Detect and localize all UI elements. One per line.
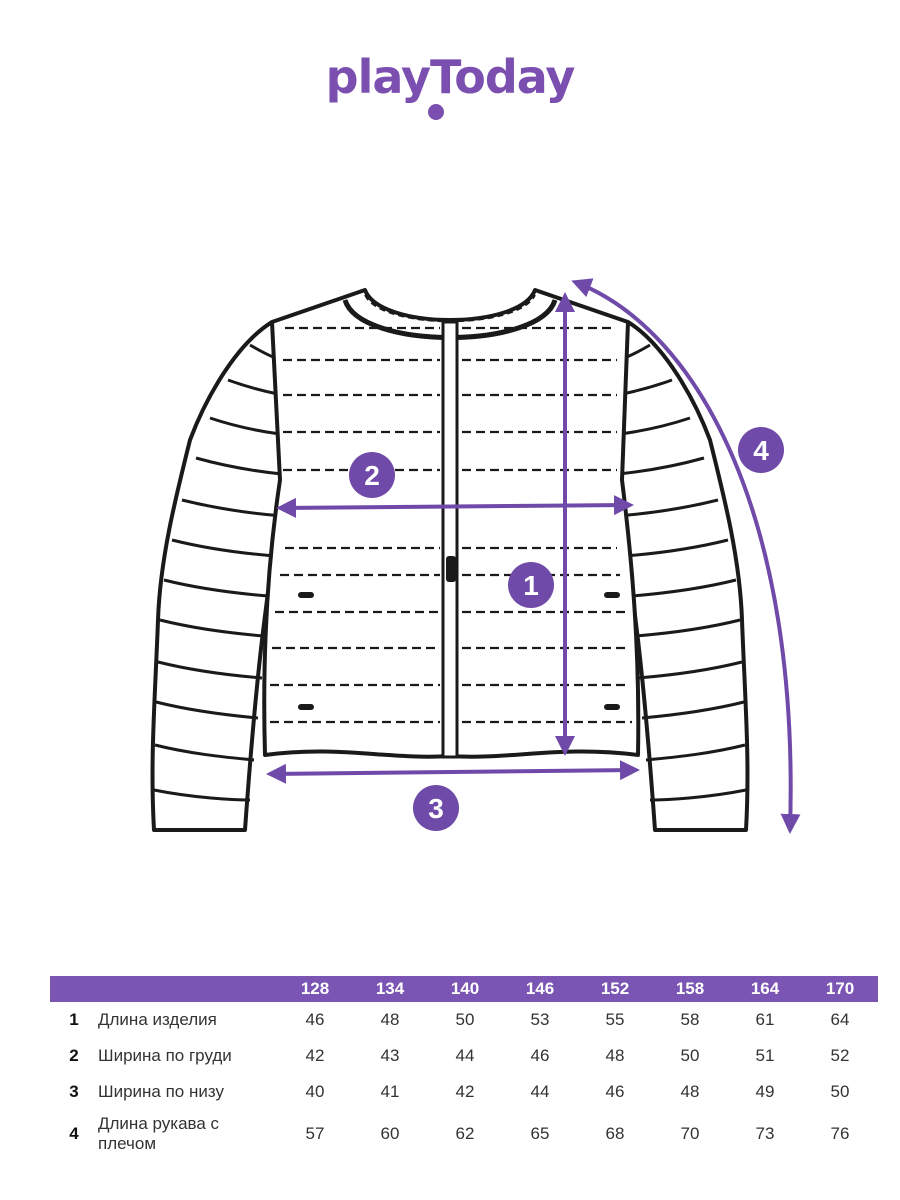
zipper	[441, 320, 459, 759]
table-cell: 76	[830, 1124, 850, 1143]
table-cell: 46	[605, 1082, 625, 1101]
badge-1: 1	[508, 562, 554, 608]
table-row: 3 Ширина по низу 40 41 42 44 46 48 49 50	[50, 1074, 878, 1110]
left-sleeve-outline	[150, 320, 284, 832]
table-row: 1 Длина изделия 46 48 50 53 55 58 61 64	[50, 1002, 878, 1038]
table-cell: 70	[680, 1124, 700, 1143]
table-cell: 61	[755, 1010, 775, 1029]
table-row: 4 Длина рукава с плечом 57 60 62 65 68 7…	[50, 1110, 878, 1158]
table-cell: 48	[380, 1010, 400, 1029]
table-cell: 50	[680, 1046, 700, 1065]
right-pocket-lower	[604, 704, 620, 710]
table-cell: 68	[605, 1124, 625, 1143]
table-cell: 40	[305, 1082, 325, 1101]
table-cell: 50	[455, 1010, 475, 1029]
size-header: 140	[450, 979, 480, 998]
row-number: 4	[69, 1124, 79, 1143]
row-number: 1	[69, 1010, 79, 1029]
measure-bottom-line	[266, 760, 640, 784]
brand-logo-dot	[428, 104, 444, 120]
badge-3-label: 3	[428, 793, 444, 824]
row-label: Ширина по низу	[98, 1082, 224, 1101]
badge-4: 4	[738, 427, 784, 473]
table-cell: 44	[455, 1046, 475, 1065]
row-label: Длина рукава с плечом	[98, 1114, 220, 1153]
table-cell: 43	[380, 1046, 400, 1065]
table-cell: 60	[380, 1124, 400, 1143]
row-label: Ширина по груди	[98, 1046, 232, 1065]
size-header: 164	[750, 979, 780, 998]
table-cell: 62	[455, 1124, 475, 1143]
table-cell: 48	[680, 1082, 700, 1101]
size-header: 152	[600, 979, 630, 998]
table-cell: 46	[305, 1010, 325, 1029]
table-cell: 53	[530, 1010, 550, 1029]
table-cell: 49	[755, 1082, 775, 1101]
zipper-pull	[446, 556, 456, 582]
table-row: 2 Ширина по груди 42 43 44 46 48 50 51 5…	[50, 1038, 878, 1074]
row-number: 2	[69, 1046, 79, 1065]
table-cell: 42	[305, 1046, 325, 1065]
row-number: 3	[69, 1082, 79, 1101]
left-pocket-lower	[298, 704, 314, 710]
size-table-header: 128 134 140 146 152 158 164 170	[50, 976, 878, 1002]
table-cell: 42	[455, 1082, 475, 1101]
table-cell: 50	[830, 1082, 850, 1101]
badge-3: 3	[413, 785, 459, 831]
brand-logo: playToday	[0, 50, 900, 104]
table-cell: 44	[530, 1082, 550, 1101]
size-header: 170	[825, 979, 855, 998]
header-blank-label	[98, 976, 278, 1002]
table-cell: 46	[530, 1046, 550, 1065]
table-cell: 65	[530, 1124, 550, 1143]
size-header: 128	[300, 979, 330, 998]
table-cell: 57	[305, 1124, 325, 1143]
table-cell: 64	[830, 1010, 850, 1029]
row-label: Длина изделия	[98, 1010, 217, 1029]
size-table: 128 134 140 146 152 158 164 170 1 Длина …	[50, 976, 878, 1158]
brand-logo-text: playToday	[325, 50, 576, 104]
measure-sleeve-line	[571, 278, 801, 834]
size-header: 146	[525, 979, 555, 998]
table-cell: 48	[605, 1046, 625, 1065]
size-header: 134	[375, 979, 405, 998]
badge-2: 2	[349, 452, 395, 498]
badge-2-label: 2	[364, 460, 380, 491]
left-pocket-upper	[298, 592, 314, 598]
table-cell: 51	[755, 1046, 775, 1065]
table-cell: 55	[605, 1010, 625, 1029]
right-pocket-upper	[604, 592, 620, 598]
size-header: 158	[675, 979, 705, 998]
table-cell: 58	[680, 1010, 700, 1029]
table-cell: 41	[380, 1082, 400, 1101]
table-cell: 73	[755, 1124, 775, 1143]
jacket-diagram: 1 2 3 4	[150, 278, 801, 834]
badge-4-label: 4	[753, 435, 769, 466]
header-blank-num	[50, 976, 98, 1002]
badge-1-label: 1	[523, 570, 539, 601]
table-cell: 52	[830, 1046, 850, 1065]
